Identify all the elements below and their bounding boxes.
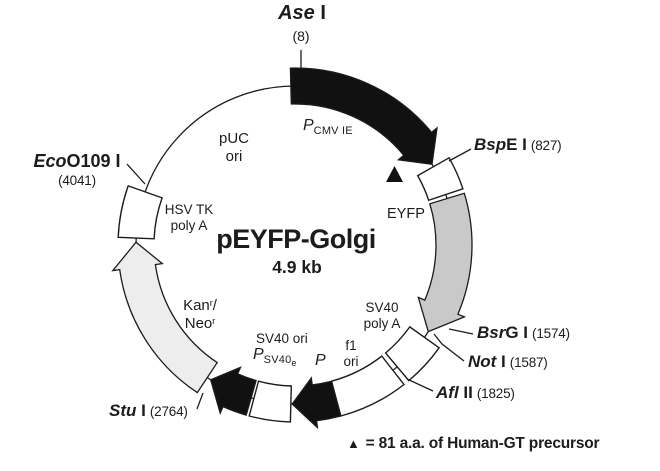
f1-promoter-p: P xyxy=(315,352,326,369)
afl-tick xyxy=(406,378,434,392)
triangle-note: ▲ = 81 a.a. of Human-GT precursor xyxy=(347,435,600,453)
puc-ori-line1: pUC xyxy=(218,130,250,147)
bsrg-enzyme-suffix: G I xyxy=(505,323,529,342)
ase-enzyme-name: Ase xyxy=(278,2,315,24)
eyfp-label: EYFP xyxy=(387,206,425,222)
f1-ori-segment xyxy=(330,355,405,417)
kan-line: Kanr/ xyxy=(183,297,217,314)
f1-ori-line1: f1 xyxy=(345,338,357,353)
note-text: = 81 a.a. of Human-GT precursor xyxy=(365,435,600,452)
sv40e-promoter-sub2: e xyxy=(291,358,297,368)
stu-tick xyxy=(196,392,204,410)
kan-neo-arrow xyxy=(111,241,219,394)
hsv-tk-line1: HSV TK xyxy=(164,202,214,217)
not-site-label: Not I(1587) xyxy=(468,352,548,372)
f1-ori-line2: ori xyxy=(343,354,359,370)
afl-enzyme-name: Afl xyxy=(436,383,459,402)
not-enzyme-suffix: I xyxy=(496,352,506,371)
eco-enzyme-name: Eco xyxy=(33,151,67,171)
bspe-tick xyxy=(448,148,472,162)
cmv-promoter-sub: CMV IE xyxy=(313,125,353,137)
sv40e-promoter-sub: SV40 xyxy=(263,354,292,366)
eco-enzyme-line: EcoO109 I xyxy=(33,151,120,172)
f1-promoter-label: P xyxy=(315,351,326,370)
hsv-tk-polya-box xyxy=(117,185,163,240)
plasmid-size: 4.9 kb xyxy=(272,257,322,277)
eco-enzyme-suffix: O109 I xyxy=(66,151,121,171)
bspe-enzyme-suffix: E I xyxy=(506,135,527,154)
sv40-polya-segment xyxy=(384,325,441,382)
hsv-tk-polya-label: HSV TK poly A xyxy=(165,202,214,234)
sv40e-promoter-p: P xyxy=(253,346,264,363)
afl-site-position: (1825) xyxy=(476,386,515,401)
kan-neo-label: Kanr/ Neor xyxy=(183,297,217,333)
eyfp-arrow xyxy=(417,192,473,333)
sv40-polya-line2: poly A xyxy=(363,316,401,332)
bsrg-tick xyxy=(448,328,474,335)
sv40e-promoter-label: PSV40e xyxy=(253,345,296,369)
gt-precursor-triangle-marker xyxy=(386,166,403,182)
plasmid-title: pEYFP-Golgi xyxy=(216,224,376,254)
bsrg-site-position: (1574) xyxy=(532,326,570,341)
ase-site-position: (8) xyxy=(292,28,310,44)
p-promoter-arrow-left xyxy=(209,366,257,416)
mcs-box xyxy=(416,156,464,202)
bspe-site-position: (827) xyxy=(530,138,562,153)
afl-enzyme-suffix: II xyxy=(458,383,473,402)
ase-site-label: Ase I xyxy=(278,2,326,25)
bsrg-site-label: BsrG I(1574) xyxy=(477,323,570,343)
bspe-enzyme-name: Bsp xyxy=(474,135,507,154)
puc-ori-label: pUC ori xyxy=(219,130,249,166)
eco-site-label: EcoO109 I (4041) xyxy=(33,151,120,188)
stu-enzyme-name: Stu xyxy=(109,401,137,420)
eco-tick xyxy=(126,163,146,185)
pcmv-promoter-arrow xyxy=(289,67,438,166)
bspe-site-label: BspE I(827) xyxy=(474,135,562,155)
sv40-ori-label: SV40 ori xyxy=(256,331,308,346)
ase-enzyme-suffix: I xyxy=(314,2,326,24)
sv40-ori-box xyxy=(248,380,293,423)
cmv-promoter-p: P xyxy=(303,117,314,134)
eco-site-position: (4041) xyxy=(58,173,96,188)
sv40-polya-label: SV40 poly A xyxy=(364,300,401,332)
p-promoter-arrow-right xyxy=(291,376,342,430)
afl-site-label: Afl II(1825) xyxy=(436,383,515,403)
stu-site-position: (2764) xyxy=(149,404,188,419)
sv40-polya-line1: SV40 xyxy=(365,300,399,315)
puc-ori-line2: ori xyxy=(225,148,243,165)
cmv-promoter-label: PCMV IE xyxy=(303,116,353,138)
hsv-tk-line2: poly A xyxy=(170,218,208,234)
not-site-position: (1587) xyxy=(509,355,548,370)
stu-enzyme-suffix: I xyxy=(136,401,146,420)
bsrg-enzyme-name: Bsr xyxy=(477,323,506,342)
triangle-icon: ▲ xyxy=(347,436,360,451)
stu-site-label: Stu I(2764) xyxy=(109,401,188,421)
f1-ori-label: f1 ori xyxy=(343,338,358,370)
neo-line: Neor xyxy=(184,315,216,332)
not-enzyme-name: Not xyxy=(468,352,497,371)
not-tick xyxy=(433,333,465,362)
